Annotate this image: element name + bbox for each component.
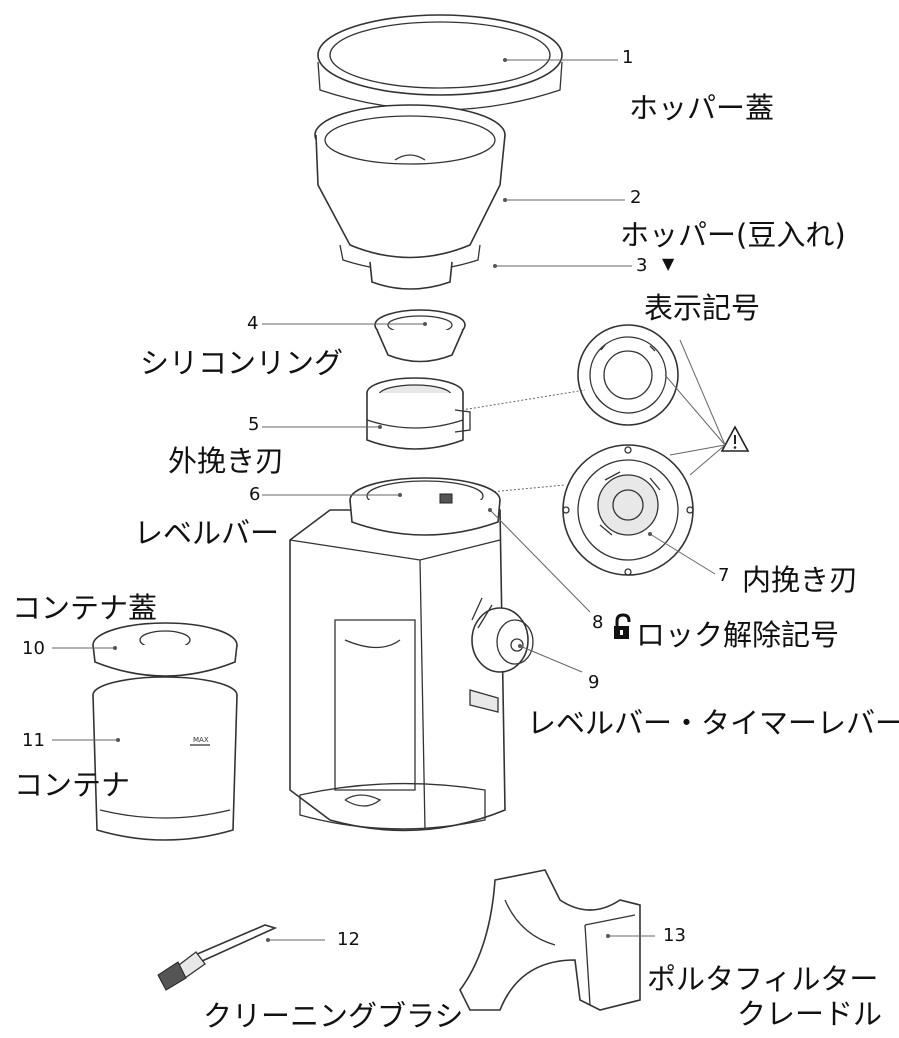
warning-pointers <box>461 339 726 493</box>
part-7-name: 内挽き刃 <box>742 563 859 597</box>
part-8-number: 8 <box>592 612 604 633</box>
part-11-number: 11 <box>22 730 45 751</box>
part-5-name: 外挽き刃 <box>168 444 285 478</box>
part-3-name: 表示記号 <box>644 291 761 325</box>
hopper <box>314 104 506 290</box>
part-12-name: クリーニングブラシ <box>203 999 464 1033</box>
part-6-number: 6 <box>249 484 261 505</box>
part-1-number: 1 <box>622 47 634 68</box>
part-10-name: コンテナ蓋 <box>12 591 158 625</box>
hopper-lid <box>317 14 563 111</box>
container-lid <box>92 622 238 677</box>
part-1-name: ホッパー蓋 <box>629 91 775 125</box>
part-3-number: 3 <box>636 255 648 276</box>
part-9-number: 9 <box>588 672 600 693</box>
part-9-name: レベルバー・タイマーレバー <box>527 706 899 740</box>
leader-lines <box>52 58 716 942</box>
detail-inner-burr <box>562 444 694 576</box>
cleaning-brush <box>157 924 278 991</box>
portafilter-cradle <box>459 869 641 1011</box>
part-6-name: レベルバー <box>134 516 280 550</box>
detail-outer-burr <box>577 324 679 426</box>
part-4-name: シリコンリング <box>140 346 344 380</box>
part-4-number: 4 <box>247 313 259 334</box>
part-2-name: ホッパー(豆入れ) <box>620 218 846 252</box>
warning-triangle-icon <box>720 425 750 452</box>
part-8-name: ロック解除記号 <box>636 618 840 652</box>
down-triangle-icon: ▼ <box>662 254 675 273</box>
part-7-number: 7 <box>718 565 730 586</box>
part-13-name-line1: ポルタフィルター <box>647 962 879 996</box>
part-13-number: 13 <box>663 925 686 946</box>
part-2-number: 2 <box>630 187 642 208</box>
unlock-padlock-icon <box>612 613 634 641</box>
part-13-name-line2: クレードル <box>737 997 883 1031</box>
svg-text:MAX: MAX <box>193 736 209 744</box>
outer-burr <box>366 377 471 450</box>
part-11-name: コンテナ <box>14 768 131 802</box>
part-12-number: 12 <box>337 929 360 950</box>
grinder-body <box>289 477 534 832</box>
container: MAX <box>92 676 238 841</box>
part-10-number: 10 <box>22 638 45 659</box>
silicone-ring <box>374 309 466 363</box>
part-5-number: 5 <box>248 414 260 435</box>
